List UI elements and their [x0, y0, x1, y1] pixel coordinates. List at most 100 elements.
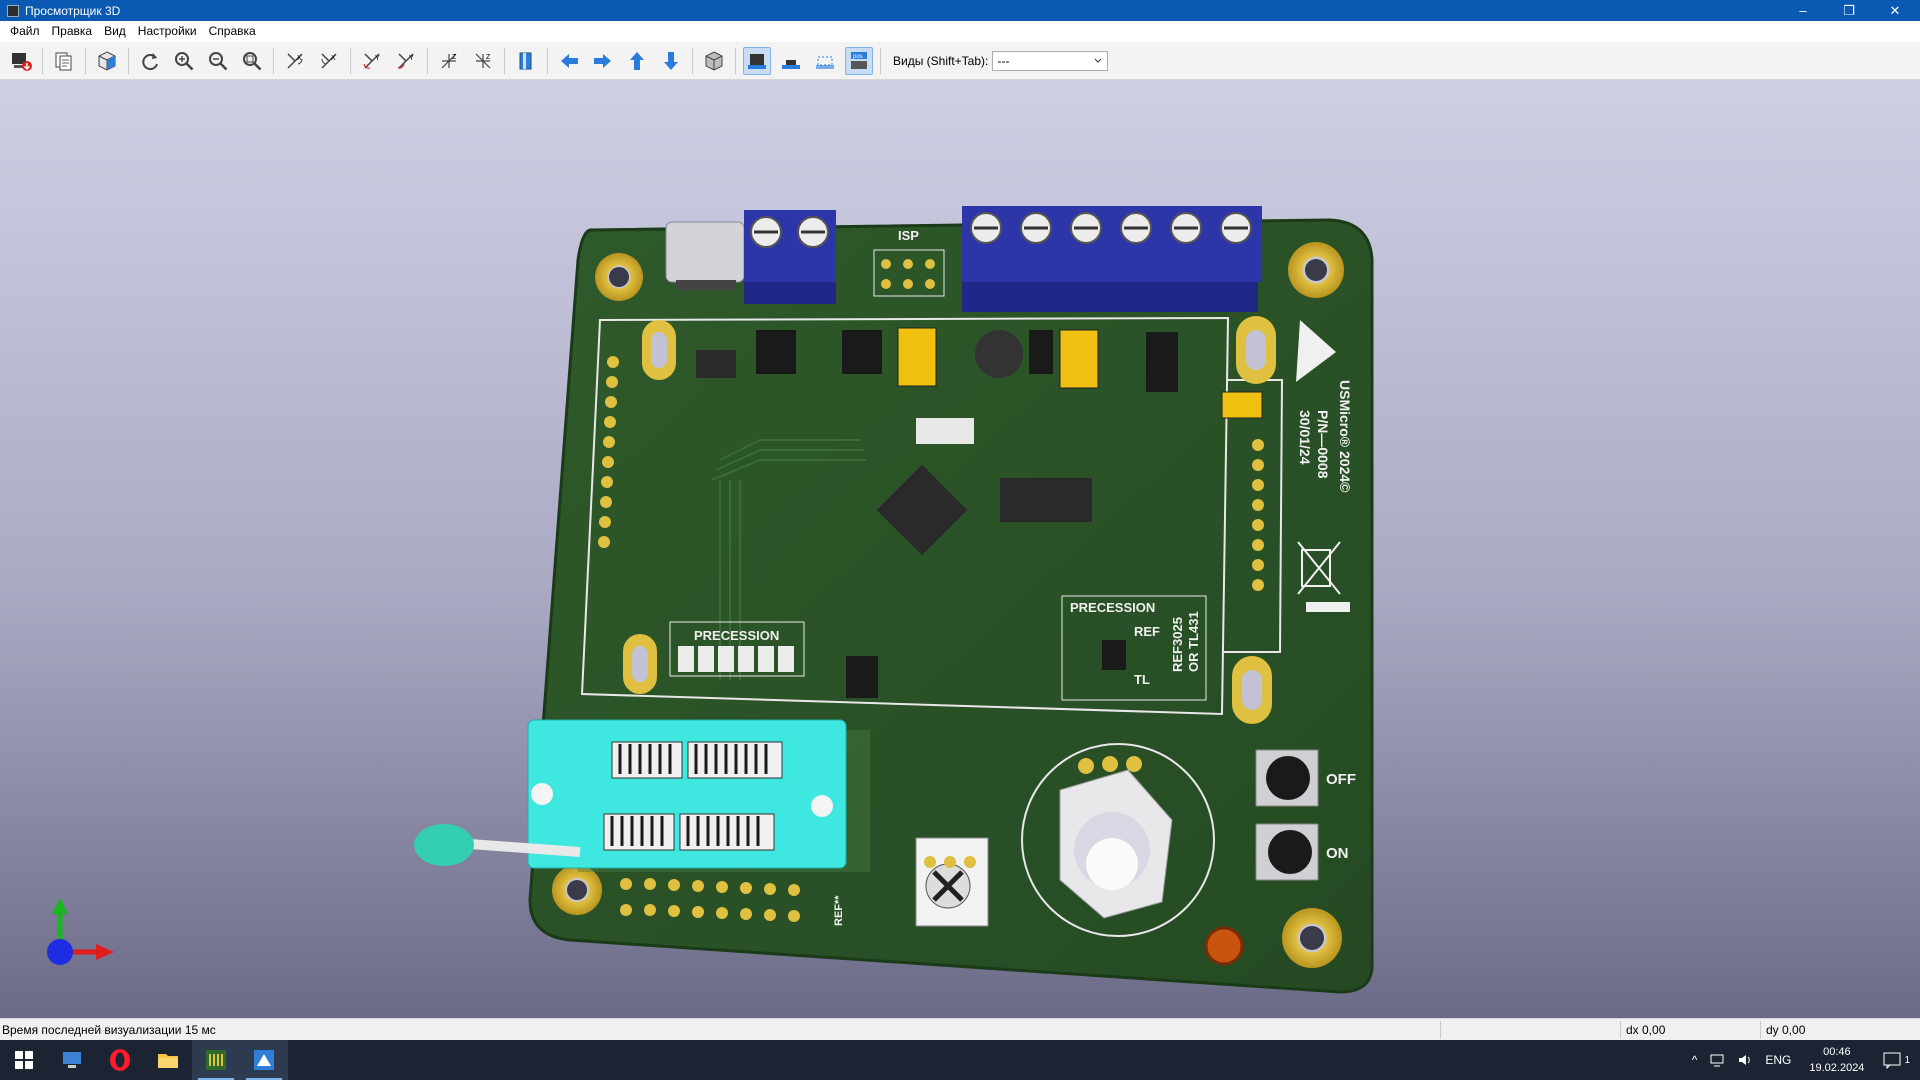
- usb-c-connector: [665, 221, 745, 283]
- diode: [696, 350, 736, 378]
- svg-text:Z: Z: [452, 54, 457, 61]
- svg-text:Y: Y: [409, 55, 414, 62]
- menu-settings[interactable]: Настройки: [137, 24, 197, 38]
- volume-icon[interactable]: [1737, 1053, 1753, 1067]
- precession-right-outline: [1061, 595, 1207, 701]
- 3d-view-button[interactable]: [93, 47, 121, 75]
- terminal-block-6pin: [962, 206, 1262, 312]
- zoom-out-icon: [209, 51, 228, 70]
- show-th-models-button[interactable]: [743, 46, 771, 75]
- move-left-button[interactable]: [555, 47, 583, 75]
- tantalum-capacitor: [1059, 329, 1099, 389]
- menu-help[interactable]: Справка: [208, 24, 256, 38]
- arrow-up-icon: [630, 51, 644, 70]
- menu-file[interactable]: Файл: [10, 24, 40, 38]
- through-hole-icon: [748, 53, 766, 69]
- 3d-viewport[interactable]: ISP PRECESSION PRECESSION REF TL: [0, 80, 1920, 1018]
- silkscreen-outline: [580, 316, 1230, 716]
- transistor: [1146, 332, 1178, 392]
- isp-header: [881, 259, 935, 289]
- orthographic-toggle-button[interactable]: [700, 47, 728, 75]
- copy-image-button[interactable]: [50, 47, 78, 75]
- tantalum-capacitor: [897, 327, 937, 387]
- taskbar-app-pc[interactable]: [48, 1040, 96, 1080]
- rotate-z-cw-button[interactable]: Z: [435, 47, 463, 75]
- clock-time: 00:46: [1823, 1046, 1851, 1058]
- svg-text:X: X: [331, 55, 336, 62]
- close-button[interactable]: ✕: [1889, 2, 1901, 18]
- zif-lever-knob: [414, 824, 474, 866]
- left-pin-header: [598, 356, 619, 548]
- led: [1204, 926, 1244, 966]
- svg-text:X: X: [297, 55, 302, 62]
- zoom-out-button[interactable]: [204, 47, 232, 75]
- mosfet: [1029, 330, 1053, 374]
- taskbar: ^ ENG 00:46 19.02.2024 1: [0, 1040, 1920, 1080]
- minimize-button[interactable]: –: [1799, 3, 1807, 18]
- move-up-button[interactable]: [623, 47, 651, 75]
- language-indicator[interactable]: ENG: [1765, 1053, 1792, 1067]
- rotate-z-ccw-button[interactable]: Z: [469, 47, 497, 75]
- status-separator: [1620, 1021, 1621, 1039]
- taskbar-app-explorer[interactable]: [144, 1040, 192, 1080]
- rotate-y-cw-button[interactable]: Y: [358, 47, 386, 75]
- app-icon: [7, 4, 19, 17]
- flip-board-icon: [519, 52, 532, 69]
- export-image-button[interactable]: [7, 47, 35, 75]
- right-pin-header: [1252, 439, 1264, 591]
- move-down-button[interactable]: [657, 47, 685, 75]
- taskbar-app-kicad[interactable]: [192, 1040, 240, 1080]
- inductor: [975, 330, 1023, 378]
- dx-status: dx 0,00: [1626, 1023, 1666, 1037]
- regulator-ic: [756, 330, 796, 374]
- opera-icon: [110, 1049, 130, 1071]
- tl431-label: OR TL431: [1186, 611, 1201, 672]
- notification-center-button[interactable]: 1: [1882, 1051, 1910, 1069]
- zoom-fit-icon: [243, 51, 262, 70]
- status-bar: Время последней визуализации 15 мс dx 0,…: [0, 1018, 1920, 1040]
- dy-status: dy 0,00: [1766, 1023, 1806, 1037]
- zoom-in-button[interactable]: [170, 47, 198, 75]
- reload-button[interactable]: [136, 47, 164, 75]
- push-button-off: [1255, 749, 1319, 807]
- views-dropdown-value: ---: [997, 53, 1010, 68]
- pos-file-icon: pos: [851, 51, 867, 69]
- isp-label: ISP: [898, 228, 919, 243]
- menu-view[interactable]: Вид: [104, 24, 126, 38]
- clock[interactable]: 00:46 19.02.2024: [1809, 1044, 1864, 1076]
- ref-star-label: REF**: [833, 895, 845, 926]
- restore-button[interactable]: ❐: [1843, 2, 1855, 18]
- rotate-x-cw-button[interactable]: X: [281, 47, 309, 75]
- show-not-in-pos-button[interactable]: pos: [845, 46, 873, 75]
- pcb-3d-render: ISP PRECESSION PRECESSION REF TL: [47, 206, 1374, 994]
- tray-expand-icon[interactable]: ^: [1691, 1053, 1698, 1067]
- menu-edit[interactable]: Правка: [51, 24, 93, 38]
- arrow-right-icon: [594, 53, 611, 68]
- rotate-y-ccw-button[interactable]: Y: [392, 47, 420, 75]
- zoom-fit-button[interactable]: [238, 47, 266, 75]
- notification-icon: [1883, 1052, 1901, 1069]
- rotate-z-icon: Z: [441, 53, 457, 68]
- 3d-viewer-icon: [254, 1050, 274, 1070]
- toolbar-separator: [350, 47, 351, 74]
- move-right-button[interactable]: [589, 47, 617, 75]
- show-smd-models-button[interactable]: [777, 47, 805, 75]
- toolbar-separator: [85, 47, 86, 74]
- taskbar-app-3d-viewer[interactable]: [240, 1040, 288, 1080]
- start-button[interactable]: [0, 1040, 48, 1080]
- network-icon[interactable]: [1709, 1053, 1725, 1067]
- refresh-icon: [142, 52, 158, 70]
- taskbar-app-opera[interactable]: [96, 1040, 144, 1080]
- push-button-on: [1255, 823, 1319, 881]
- toolbar-separator: [273, 47, 274, 74]
- toolbar-separator: [880, 47, 881, 74]
- esd-logo: [1296, 320, 1336, 382]
- rotate-x-ccw-button[interactable]: X: [315, 47, 343, 75]
- precession-left-label: PRECESSION: [694, 628, 779, 643]
- show-virtual-models-button[interactable]: [811, 47, 839, 75]
- views-dropdown[interactable]: ---: [992, 50, 1109, 71]
- flip-board-button[interactable]: [512, 47, 540, 75]
- windows-logo-icon: [15, 1051, 33, 1069]
- smd-capacitor: [1221, 391, 1263, 419]
- off-label: OFF: [1326, 771, 1356, 788]
